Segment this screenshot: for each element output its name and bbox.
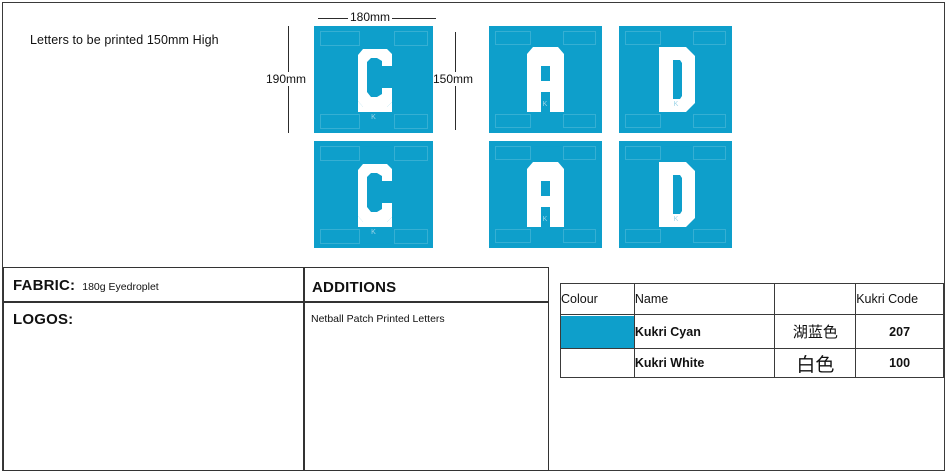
tile-guide-rect [394, 31, 428, 46]
svg-text:K: K [371, 229, 376, 236]
colour-swatch-cell [560, 314, 635, 349]
tile-guide-rect [495, 114, 531, 128]
artwork-tile-a-1: K [489, 26, 602, 133]
tile-guide-rect [563, 114, 596, 128]
tile-guide-rect [625, 114, 661, 128]
logos-label: LOGOS: [13, 311, 74, 328]
tile-guide-rect [693, 114, 726, 128]
tile-guide-rect [693, 146, 726, 160]
header-colour: Colour [560, 283, 635, 315]
colour-code: 100 [855, 348, 944, 378]
tile-guide-rect [495, 31, 531, 45]
colour-name: Kukri White [633, 348, 776, 378]
fabric-row: FABRIC: 180g Eyedroplet [13, 277, 159, 294]
dimension-label-height-left: 190mm [264, 72, 309, 86]
additions-value[interactable]: Netball Patch Printed Letters [311, 313, 445, 325]
additions-label: ADDITIONS [312, 279, 397, 296]
tile-guide-rect [495, 146, 531, 160]
tile-guide-rect [320, 31, 360, 46]
dimension-label-height-right: 150mm [431, 72, 476, 86]
colour-name: Kukri Cyan [633, 314, 776, 349]
artwork-tile-a-2: K [489, 141, 602, 248]
colour-name-cn: 湖蓝色 [774, 314, 857, 349]
fabric-value[interactable]: 180g Eyedroplet [82, 281, 159, 293]
letter-glyph-a: K [489, 26, 602, 133]
swatch-kukri-cyan [561, 315, 634, 348]
letter-glyph-c: K [314, 26, 433, 133]
colour-code: 207 [855, 314, 944, 349]
tile-guide-rect [693, 229, 726, 243]
tile-guide-rect [320, 114, 360, 129]
svg-text:K: K [674, 216, 679, 223]
artwork-tile-d-2: K [619, 141, 732, 248]
tile-guide-rect [625, 31, 661, 45]
colour-table-header-row: Colour Name Kukri Code [560, 283, 944, 315]
svg-text:K: K [543, 101, 548, 108]
fabric-box [3, 267, 304, 302]
colour-table: Colour Name Kukri Code Kukri Cyan 湖蓝色 20… [560, 283, 944, 378]
letter-glyph-a: K [489, 141, 602, 248]
print-note: Letters to be printed 150mm High [30, 33, 219, 47]
tile-guide-rect [320, 146, 360, 161]
tile-guide-rect [394, 229, 428, 244]
tile-guide-rect [563, 229, 596, 243]
table-row: Kukri Cyan 湖蓝色 207 [560, 314, 944, 349]
table-row: Kukri White 白色 100 [560, 348, 944, 378]
colour-swatch-cell [560, 348, 635, 378]
header-kukri-code: Kukri Code [855, 283, 944, 315]
additions-content-box [304, 302, 549, 471]
header-name: Name [633, 283, 776, 315]
letter-glyph-c: K [314, 141, 433, 248]
tile-guide-rect [394, 146, 428, 161]
tile-guide-rect [563, 146, 596, 160]
letter-glyph-d: K [619, 26, 732, 133]
letter-glyph-d: K [619, 141, 732, 248]
artwork-tile-c-1: K [314, 26, 433, 133]
svg-text:K: K [371, 114, 376, 121]
colour-name-cn: 白色 [774, 348, 857, 378]
tile-guide-rect [563, 31, 596, 45]
swatch-kukri-white [561, 349, 634, 377]
logos-box [3, 302, 304, 471]
artwork-tile-d-1: K [619, 26, 732, 133]
tile-guide-rect [320, 229, 360, 244]
artwork-tile-c-2: K [314, 141, 433, 248]
svg-text:K: K [543, 216, 548, 223]
fabric-label: FABRIC: [13, 277, 76, 294]
header-name-cn [774, 283, 857, 315]
tile-guide-rect [394, 114, 428, 129]
tile-guide-rect [495, 229, 531, 243]
additions-box [304, 267, 549, 302]
dimension-label-width: 180mm [348, 10, 393, 24]
tile-guide-rect [625, 229, 661, 243]
tile-guide-rect [693, 31, 726, 45]
tile-guide-rect [625, 146, 661, 160]
svg-text:K: K [674, 101, 679, 108]
